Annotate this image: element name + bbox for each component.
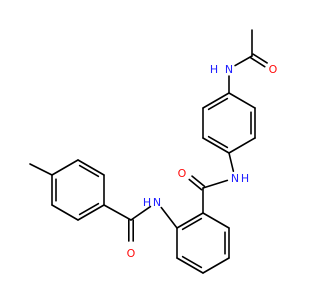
bond-4 [202, 137, 230, 154]
atom-label-n-amide-lower: N [153, 196, 161, 209]
atom-label-h-amide-upper: H [241, 172, 249, 185]
bond-0 [228, 92, 256, 109]
bond-29 [130, 205, 152, 221]
bond-26 [176, 212, 204, 229]
bond-layer [29, 29, 268, 274]
bond-27 [181, 217, 203, 231]
bond-15 [202, 179, 229, 189]
bond-14 [228, 152, 235, 172]
molecule-canvas: N H O N H O N H O [29, 29, 278, 274]
bond-19 [202, 212, 230, 229]
atom-label-o-amide-lower: O [127, 247, 136, 260]
bond-32 [103, 204, 132, 221]
bond-40 [77, 204, 105, 221]
molecule-structure: N H O N H O N H O [29, 29, 278, 274]
atom-label-o-acetamide: O [269, 63, 278, 76]
bond-17 [188, 178, 203, 191]
bond-24 [181, 255, 203, 269]
atom-label-o-amide-upper: O [178, 167, 187, 180]
bond-36 [51, 159, 79, 176]
bond-10 [234, 55, 253, 67]
bond-12 [250, 57, 266, 68]
bond-41 [78, 202, 100, 216]
atom-label-layer: N H O N H O N H O [127, 63, 278, 260]
bond-13 [252, 53, 268, 64]
bond-5 [207, 135, 229, 149]
atom-label-n-amide-upper: N [231, 172, 239, 185]
atom-label-h-acetamide: H [210, 63, 218, 76]
bond-7 [202, 92, 230, 109]
bond-8 [207, 97, 229, 111]
bond-16 [191, 175, 206, 188]
bond-28 [160, 206, 178, 229]
atom-label-h-amide-lower: H [143, 196, 151, 209]
bond-3 [228, 137, 256, 154]
bond-23 [176, 257, 204, 274]
bond-42 [29, 163, 53, 176]
atom-label-n-acetamide: N [225, 63, 233, 76]
bond-35 [78, 164, 100, 178]
bond-39 [51, 204, 79, 221]
bond-34 [77, 159, 105, 176]
bond-22 [202, 257, 230, 274]
